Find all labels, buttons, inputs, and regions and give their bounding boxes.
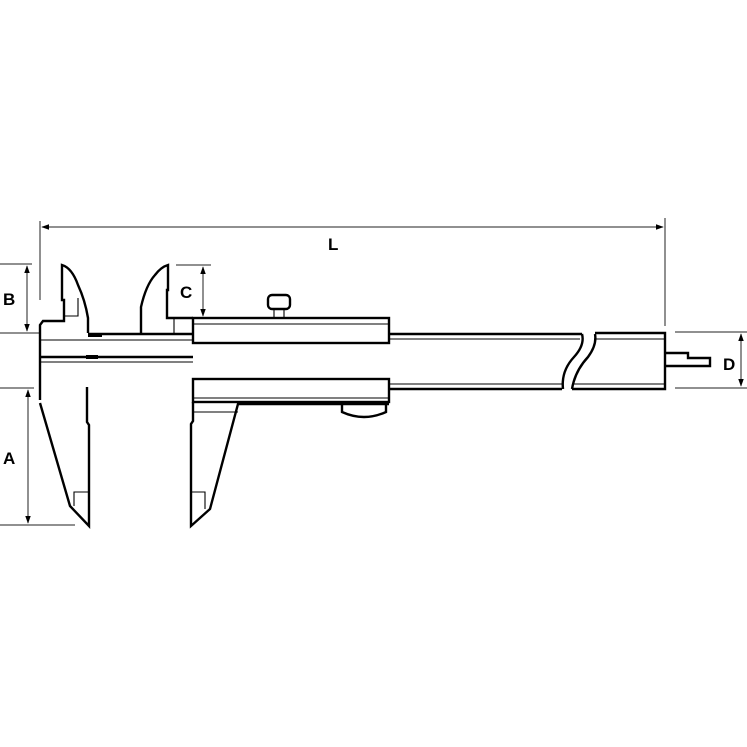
dimension-c: C xyxy=(176,264,211,317)
slider-upper xyxy=(191,293,391,345)
moving-outside-jaw xyxy=(189,402,389,529)
label-d: D xyxy=(723,355,735,374)
caliper xyxy=(38,263,712,530)
beam-right xyxy=(389,331,712,391)
fixed-outside-jaw xyxy=(38,387,91,530)
label-c: C xyxy=(180,283,192,302)
dimension-a: A xyxy=(0,387,75,526)
label-b: B xyxy=(3,290,15,309)
dimension-b: B xyxy=(0,263,40,334)
dimension-l: L xyxy=(39,218,666,326)
dimension-d: D xyxy=(675,331,747,389)
moving-inside-jaw xyxy=(139,263,193,333)
slider-lower xyxy=(191,377,391,419)
label-l: L xyxy=(328,235,338,254)
fixed-head xyxy=(38,263,193,400)
label-a: A xyxy=(3,449,15,468)
